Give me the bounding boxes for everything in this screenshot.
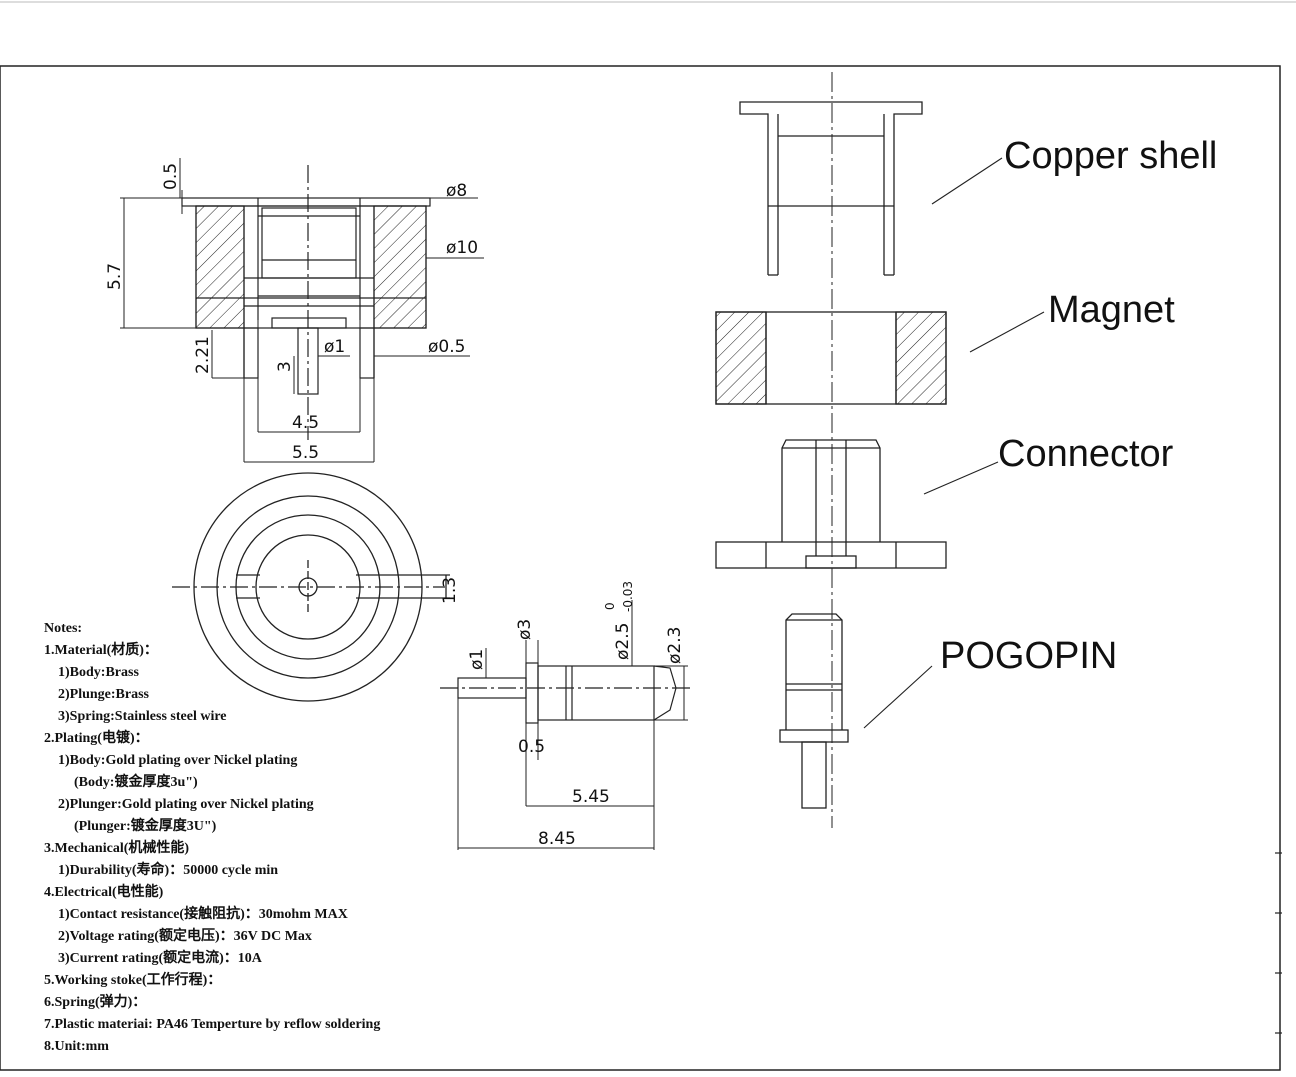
note-line: 3)Spring:Stainless steel wire — [58, 709, 227, 724]
dim-221: 2.21 — [193, 336, 213, 374]
dim-dia10: ø10 — [446, 238, 478, 258]
dim-height: 5.7 — [105, 263, 125, 290]
note-line: 8.Unit:mm — [44, 1039, 109, 1054]
drawing-frame — [0, 65, 1281, 1071]
dim-pin-845: 8.45 — [538, 829, 576, 849]
label-connector: Connector — [998, 433, 1174, 475]
dim-pin-dia3: ø3 — [515, 619, 535, 640]
note-line: 1.Material(材质)： — [44, 643, 158, 658]
note-line: 2)Voltage rating(额定电压)：36V DC Max — [58, 929, 312, 944]
note-line: 6.Spring(弹力)： — [44, 995, 147, 1010]
dim-dia05: ø0.5 — [428, 337, 465, 357]
note-line: 2)Plunger:Gold plating over Nickel plati… — [58, 797, 314, 812]
notes-title: Notes: — [44, 621, 83, 636]
note-line: 4.Electrical(电性能) — [44, 885, 164, 900]
dim-dia8: ø8 — [446, 181, 467, 201]
top-view-circles — [172, 472, 450, 702]
note-line: (Plunger:镀金厚度3U") — [74, 819, 217, 834]
dim-3: 3 — [275, 361, 295, 372]
pogopin-side-view — [440, 662, 690, 724]
note-line: 1)Body:Gold plating over Nickel plating — [58, 753, 298, 768]
note-line: (Body:镀金厚度3u") — [74, 775, 198, 790]
dim-pin-dia25: ø2.5 — [613, 623, 633, 660]
dim-top-thickness: 0.5 — [161, 163, 181, 190]
dim-13: 1.3 — [440, 577, 460, 604]
assembly-dimension-lines — [120, 158, 484, 463]
assembly-dimension-texts: 0.5 ø8 ø10 5.7 ø1 ø0.5 2.21 3 4.5 5.5 — [105, 163, 478, 463]
label-pogopin: POGOPIN — [940, 635, 1117, 677]
note-line: 2.Plating(电镀)： — [44, 731, 149, 746]
part-labels: Copper shell Magnet Connector POGOPIN — [940, 135, 1217, 677]
dim-pin-05: 0.5 — [518, 737, 545, 757]
dim-pin-tol-low: -0.03 — [621, 581, 635, 612]
dim-pin-dia: ø1 — [324, 337, 345, 357]
dim-pin-dia1: ø1 — [467, 649, 487, 670]
pogopin-dimension-lines — [457, 600, 688, 850]
label-magnet: Magnet — [1048, 289, 1175, 331]
copper-shell-part — [739, 101, 923, 276]
dim-pin-545: 5.45 — [572, 787, 610, 807]
notes-block: Notes: 1.Material(材质)： 1)Body:Brass 2)Pl… — [44, 618, 564, 1058]
dim-45: 4.5 — [292, 413, 319, 433]
frame-ticks — [1275, 852, 1282, 1034]
note-line: 1)Durability(寿命)：50000 cycle min — [58, 863, 279, 878]
pogopin-dimension-texts: ø1 ø3 ø2.5 0 -0.03 ø2.3 0.5 5.45 8.45 — [467, 581, 685, 849]
dim-pin-tol-up: 0 — [603, 602, 617, 610]
assembly-section-view — [181, 165, 431, 440]
note-line: 5.Working stoke(工作行程)： — [44, 973, 222, 988]
pogopin-part — [779, 613, 849, 809]
note-line: 7.Plastic materiai: PA46 Temperture by r… — [44, 1017, 381, 1032]
dim-55: 5.5 — [292, 443, 319, 463]
dim-pin-dia23: ø2.3 — [665, 627, 685, 664]
leader-lines — [863, 157, 1045, 729]
label-copper-shell: Copper shell — [1004, 135, 1217, 177]
note-line: 3)Current rating(额定电流)：10A — [58, 951, 262, 966]
note-line: 1)Body:Brass — [58, 665, 139, 680]
note-line: 1)Contact resistance(接触阻抗)：30mohm MAX — [58, 907, 348, 922]
connector-part — [715, 439, 947, 569]
note-line: 2)Plunge:Brass — [58, 687, 149, 702]
note-line: 3.Mechanical(机械性能) — [44, 841, 190, 856]
magnet-part — [715, 311, 947, 405]
